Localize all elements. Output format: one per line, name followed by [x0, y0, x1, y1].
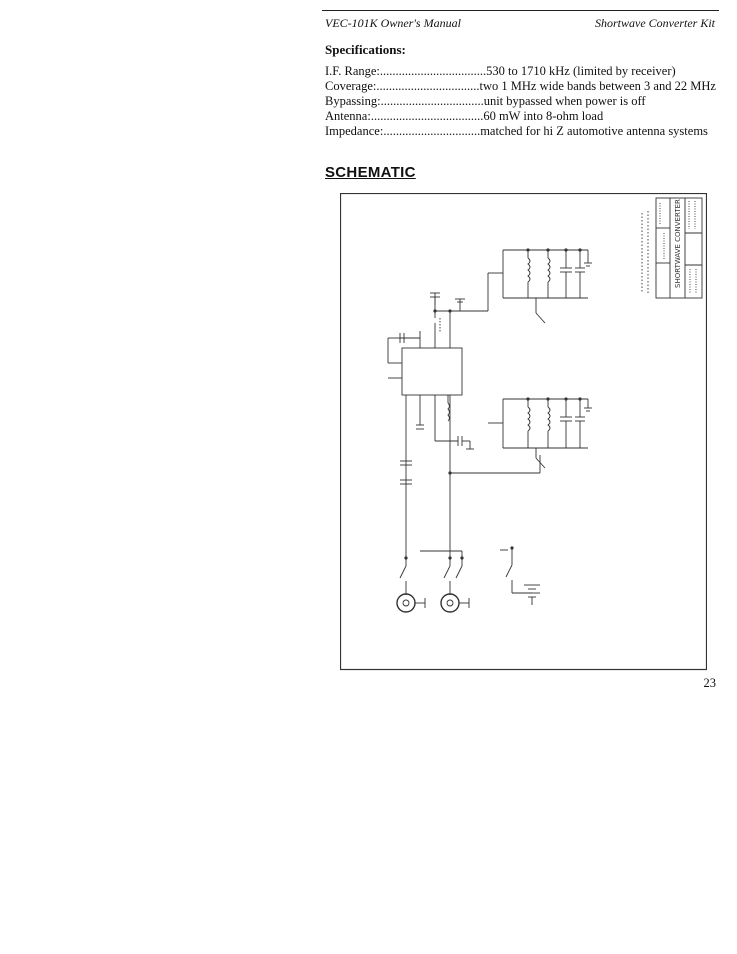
spec-label: Bypassing:: [325, 94, 381, 108]
schematic-diagram: SHORTWAVE CONVERTER: [339, 192, 708, 676]
header-rule: [322, 10, 719, 11]
running-header-left: VEC-101K Owner's Manual: [325, 16, 461, 30]
title-block-label: SHORTWAVE CONVERTER: [674, 199, 682, 288]
running-header-right: Shortwave Converter Kit: [595, 16, 715, 30]
upper-tank-circuit: [487, 249, 592, 324]
schematic-heading: SCHEMATIC: [325, 164, 416, 181]
power-supply: [500, 548, 540, 605]
spec-value: 530 to 1710 kHz (limited by receiver): [486, 64, 676, 78]
spec-value: 60 mW into 8-ohm load: [483, 109, 604, 123]
spec-value: matched for hi Z automotive antenna syst…: [480, 124, 708, 138]
spec-leader-dots: .................................: [376, 79, 480, 93]
spec-label: Antenna:: [325, 109, 371, 123]
spec-leader-dots: ..................................: [379, 64, 487, 78]
spec-row: Coverage:...............................…: [325, 79, 716, 94]
signal-lines: [400, 395, 541, 558]
spec-label: I.F. Range:: [325, 64, 380, 78]
spec-leader-dots: ...............................: [383, 124, 481, 138]
spec-row: Bypassing:..............................…: [325, 94, 646, 109]
junction-dots: [404, 248, 582, 560]
spec-leader-dots: ....................................: [370, 109, 484, 123]
spec-value: unit bypassed when power is off: [483, 94, 646, 108]
spec-label: Coverage:: [325, 79, 377, 93]
lower-tank-circuit: [488, 398, 592, 469]
ic-output-network: [416, 395, 474, 450]
spec-label: Impedance:: [325, 124, 384, 138]
bypass-switches: [399, 550, 463, 595]
antenna-jacks: [396, 593, 470, 613]
spec-leader-dots: .................................: [380, 94, 484, 108]
mixer-ic: [388, 311, 463, 418]
page-number: 23: [703, 676, 717, 690]
title-block: [641, 197, 703, 299]
ic-bypass-caps: [387, 292, 488, 363]
spec-row: Impedance:..............................…: [325, 124, 708, 139]
spec-value: two 1 MHz wide bands between 3 and 22 MH…: [479, 79, 716, 93]
spec-row: I.F. Range:.............................…: [325, 64, 676, 79]
spec-row: Antenna:................................…: [325, 109, 603, 124]
specifications-title: Specifications:: [325, 42, 406, 57]
